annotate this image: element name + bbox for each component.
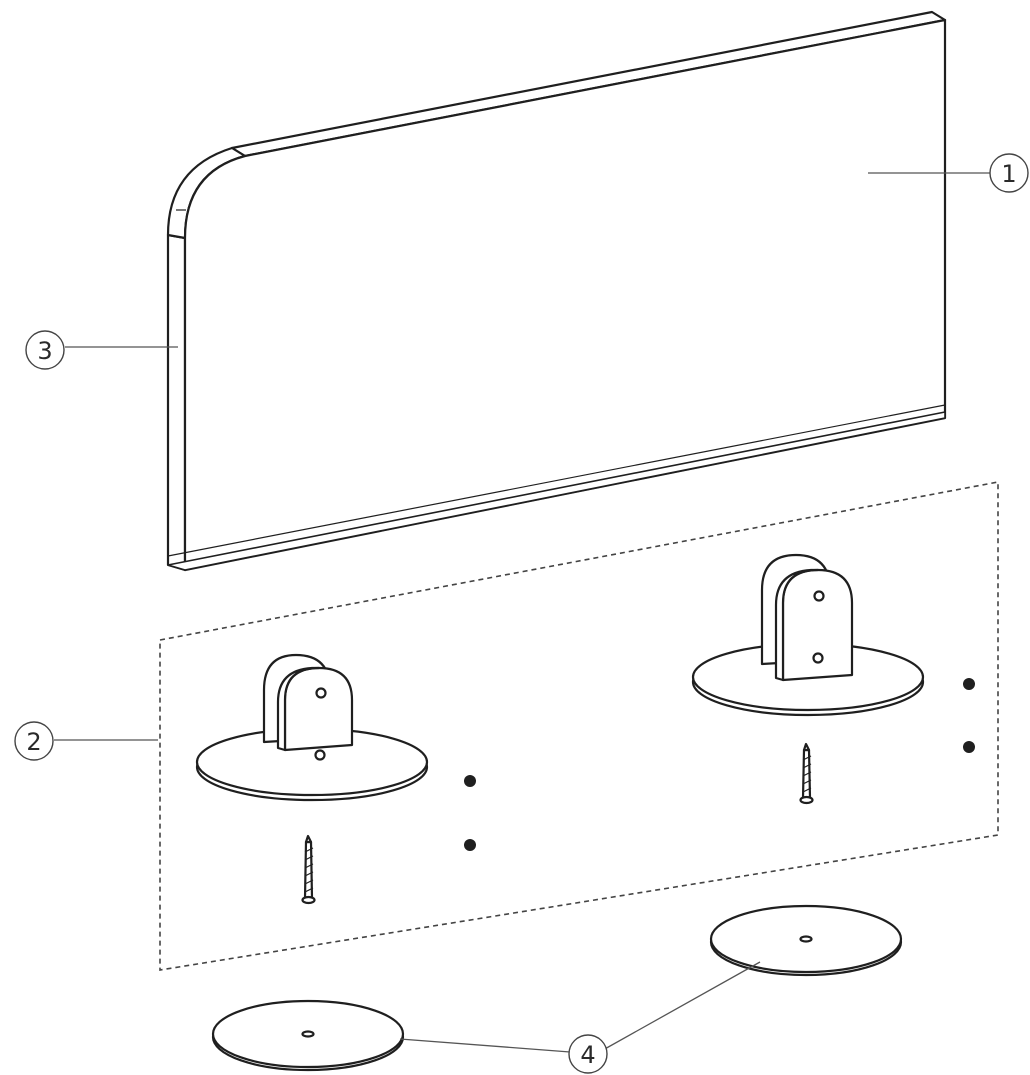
screw-left	[301, 834, 316, 905]
callout-2: 2	[14, 721, 54, 761]
screw-right	[799, 742, 814, 805]
screw-caps	[464, 678, 975, 851]
callout-2-label: 2	[26, 728, 41, 756]
callout-3-label: 3	[37, 337, 52, 365]
privacy-panel	[166, 10, 947, 572]
callout-4: 4	[568, 1034, 608, 1074]
callout-3: 3	[25, 330, 65, 370]
leader-4	[399, 961, 761, 1053]
bracket-left	[195, 653, 429, 802]
bracket-right	[691, 553, 925, 717]
base-disc-left	[211, 999, 405, 1072]
callout-1: 1	[989, 153, 1029, 193]
callout-1-label: 1	[1001, 160, 1016, 188]
base-disc-right	[709, 904, 903, 977]
bracket-kit-boundary	[159, 481, 999, 971]
callout-4-label: 4	[580, 1041, 595, 1069]
